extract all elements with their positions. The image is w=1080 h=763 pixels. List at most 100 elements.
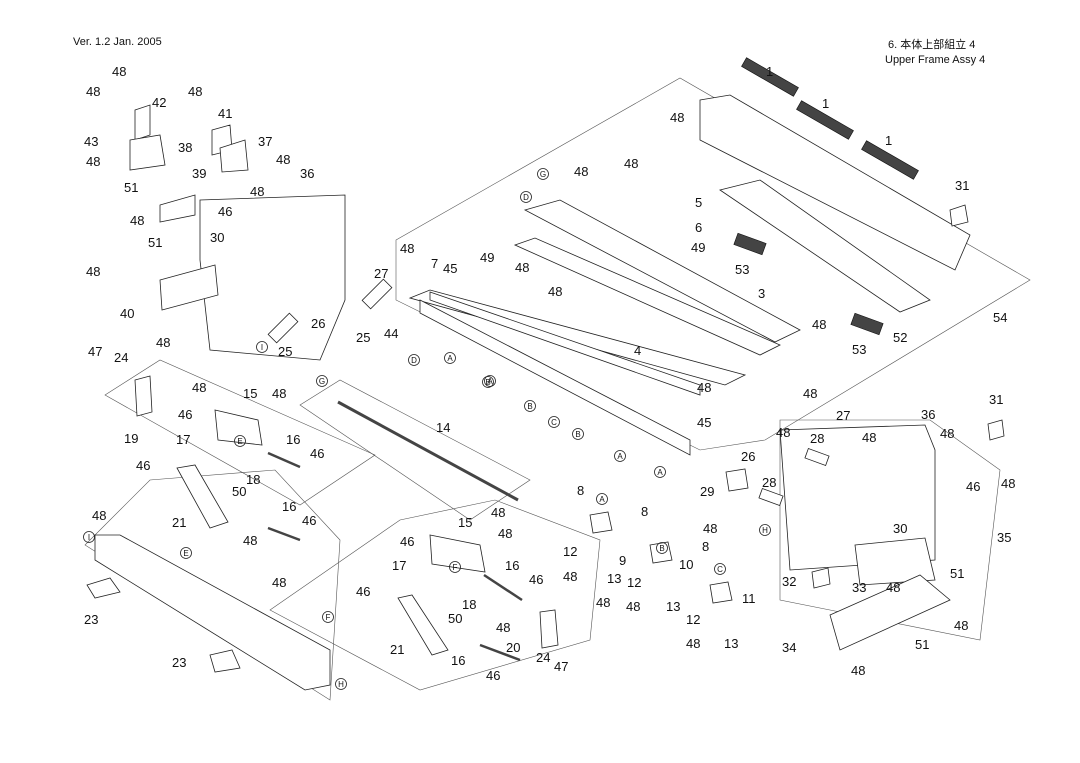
- callout-circle: [714, 563, 726, 575]
- callout-h: H: [335, 678, 347, 690]
- part-label-48: 48: [862, 430, 876, 445]
- plate-31-upper: [949, 204, 969, 227]
- callout-c: C: [548, 416, 560, 428]
- part-label-30: 30: [210, 230, 224, 245]
- callout-circle: [444, 352, 456, 364]
- part-label-25: 25: [278, 344, 292, 359]
- part-label-7: 7: [431, 256, 438, 271]
- callout-letter: G: [540, 170, 546, 179]
- bracket-21-lower: [397, 594, 449, 656]
- part-label-16: 16: [286, 432, 300, 447]
- pad-53-b: [850, 312, 884, 336]
- callout-letter: A: [447, 354, 453, 363]
- callout-a: A: [614, 450, 626, 462]
- part-label-51: 51: [148, 235, 162, 250]
- part-label-9: 9: [619, 553, 626, 568]
- callout-circle: [180, 547, 192, 559]
- part-label-48: 48: [112, 64, 126, 79]
- part-label-48: 48: [156, 335, 170, 350]
- part-label-46: 46: [966, 479, 980, 494]
- roller-25-b: [267, 312, 299, 344]
- part-label-48: 48: [243, 533, 257, 548]
- roller-25-a: [361, 278, 393, 310]
- callout-letter: D: [411, 356, 417, 365]
- part-label-34: 34: [782, 640, 796, 655]
- callout-circle: [484, 375, 496, 387]
- part-label-18: 18: [246, 472, 260, 487]
- part-label-48: 48: [563, 569, 577, 584]
- pad-23-lower: [209, 649, 241, 673]
- part-label-20: 20: [506, 640, 520, 655]
- callout-circle: [614, 450, 626, 462]
- callout-f: F: [449, 561, 461, 573]
- part-label-48: 48: [954, 618, 968, 633]
- part-label-49: 49: [691, 240, 705, 255]
- callout-circle: [408, 354, 420, 366]
- part-label-16: 16: [282, 499, 296, 514]
- callout-circle: [548, 416, 560, 428]
- part-label-40: 40: [120, 306, 134, 321]
- part-label-48: 48: [776, 425, 790, 440]
- callout-letter: A: [487, 377, 493, 386]
- part-label-48: 48: [703, 521, 717, 536]
- frame-52: [719, 179, 931, 313]
- part-label-48: 48: [498, 526, 512, 541]
- part-label-8: 8: [641, 504, 648, 519]
- part-label-46: 46: [486, 668, 500, 683]
- shafts-and-rollers: [267, 57, 919, 662]
- callout-e: E: [234, 435, 246, 447]
- part-label-23: 23: [84, 612, 98, 627]
- part-label-48: 48: [86, 264, 100, 279]
- bracket-15: [214, 409, 263, 446]
- callout-circle: [596, 493, 608, 505]
- part-label-50: 50: [448, 611, 462, 626]
- callout-e: E: [180, 547, 192, 559]
- part-label-44: 44: [384, 326, 398, 341]
- callout-circle: [482, 376, 494, 388]
- part-label-24: 24: [114, 350, 128, 365]
- part-label-46: 46: [136, 458, 150, 473]
- left-side-frame: [199, 194, 346, 361]
- part-label-48: 48: [596, 595, 610, 610]
- part-label-48: 48: [276, 152, 290, 167]
- upper-cover-frame: [699, 94, 971, 271]
- callout-circle: [572, 428, 584, 440]
- part-label-48: 48: [250, 184, 264, 199]
- part-label-48: 48: [686, 636, 700, 651]
- callout-h: H: [759, 524, 771, 536]
- part-label-19: 19: [124, 431, 138, 446]
- part-label-21: 21: [172, 515, 186, 530]
- part-label-48: 48: [1001, 476, 1015, 491]
- part-label-31: 31: [989, 392, 1003, 407]
- shaft-outline: [299, 379, 531, 521]
- part-label-3: 3: [758, 286, 765, 301]
- part-label-46: 46: [310, 446, 324, 461]
- part-label-10: 10: [679, 557, 693, 572]
- part-label-13: 13: [724, 636, 738, 651]
- holder-29: [725, 468, 749, 492]
- upper-left-bracket-38: [129, 134, 166, 171]
- parts: [86, 94, 1005, 691]
- part-label-48: 48: [851, 663, 865, 678]
- right-frame-outline: [779, 419, 1001, 641]
- callout-c: C: [714, 563, 726, 575]
- part-label-36: 36: [300, 166, 314, 181]
- part-label-1: 1: [822, 96, 829, 111]
- part-label-8: 8: [577, 483, 584, 498]
- part-label-37: 37: [258, 134, 272, 149]
- callout-d: D: [408, 354, 420, 366]
- callout-g: G: [316, 375, 328, 387]
- guide-4: [419, 299, 691, 456]
- callout-circle: [335, 678, 347, 690]
- bracket-34: [829, 574, 951, 651]
- part-label-48: 48: [86, 154, 100, 169]
- callout-b: B: [524, 400, 536, 412]
- callout-letter: C: [551, 418, 557, 427]
- part-label-53: 53: [735, 262, 749, 277]
- callout-circle: [234, 435, 246, 447]
- part-label-46: 46: [178, 407, 192, 422]
- page-title-japanese: 6. 本体上部組立 4: [888, 39, 976, 51]
- lower-middle-frame-outline: [269, 499, 601, 691]
- part-label-36: 36: [921, 407, 935, 422]
- bracket-37: [219, 139, 249, 173]
